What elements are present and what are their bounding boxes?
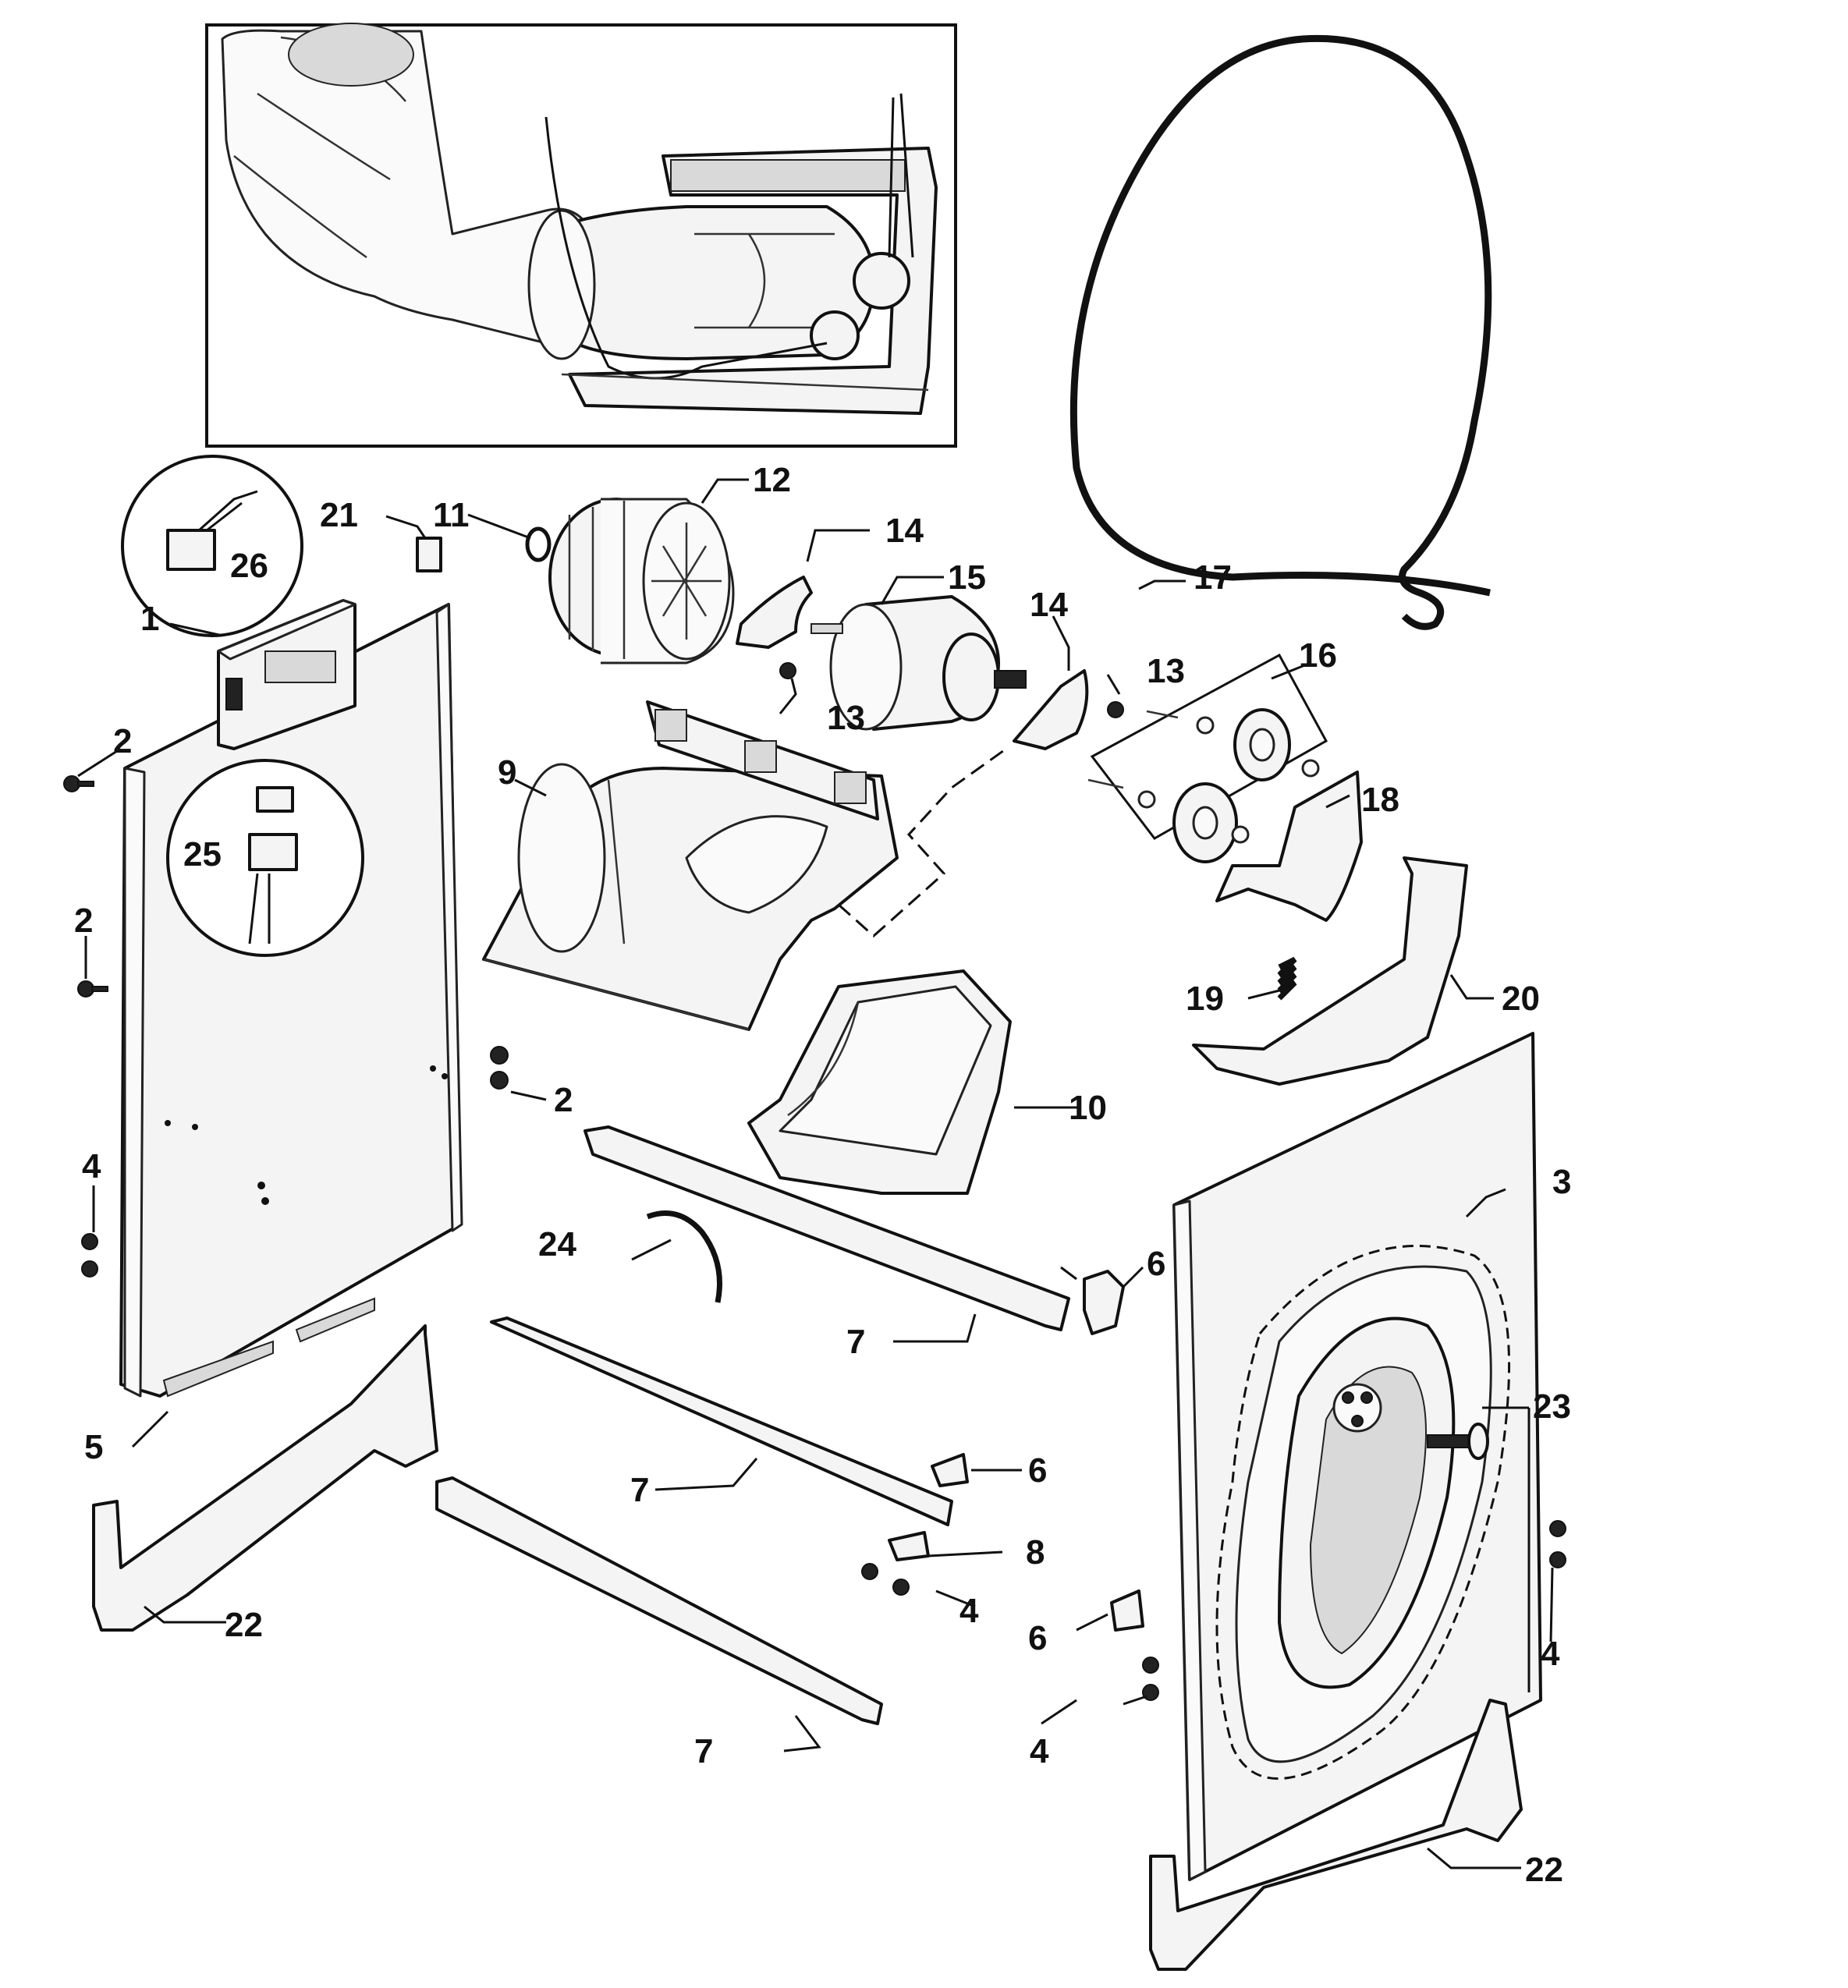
callout-10: 10 — [1069, 1089, 1107, 1127]
callout-4-bottom: 4 — [1030, 1732, 1049, 1770]
idler-spring — [1277, 956, 1297, 1001]
callout-2-top: 2 — [113, 722, 132, 760]
callout-11: 11 — [433, 496, 470, 534]
callout-2-mid: 2 — [74, 902, 93, 940]
callout-14-right: 14 — [1030, 586, 1068, 624]
callout-20: 20 — [1502, 980, 1540, 1018]
callout-4-left: 4 — [82, 1147, 101, 1185]
clip-a — [1083, 1270, 1125, 1335]
drum-shaft-bolt — [1427, 1423, 1489, 1460]
callout-13-left: 13 — [827, 699, 865, 737]
callout-19: 19 — [1186, 980, 1224, 1018]
callout-5: 5 — [84, 1428, 103, 1466]
callout-14-left: 14 — [885, 512, 924, 550]
motor-clip-left — [736, 576, 813, 649]
callout-6-mid: 6 — [1028, 1451, 1047, 1490]
callout-24: 24 — [538, 1225, 576, 1263]
callout-21: 21 — [320, 496, 358, 534]
callout-labels: 1 2 2 2 3 4 4 4 4 5 6 6 6 7 7 7 8 9 10 1… — [74, 461, 1571, 1889]
callout-25: 25 — [183, 835, 222, 874]
connector — [416, 537, 442, 572]
callout-6-top: 6 — [1147, 1245, 1165, 1283]
bracket — [888, 1531, 930, 1561]
callout-9: 9 — [498, 753, 516, 792]
callout-18: 18 — [1361, 781, 1399, 819]
drum-belt — [1069, 34, 1492, 630]
blower-wheel — [548, 498, 735, 664]
callout-6-bottom: 6 — [1028, 1619, 1047, 1657]
clip-c — [1110, 1589, 1144, 1632]
rear-panel — [1172, 1032, 1542, 1881]
harness-detail-26 — [121, 455, 303, 637]
callout-12: 12 — [753, 461, 791, 499]
clip-b — [931, 1453, 969, 1487]
rear-leg — [1149, 1699, 1523, 1971]
base-rail-lower — [435, 1476, 883, 1725]
motor-mount — [1192, 856, 1468, 1086]
control-board — [217, 599, 356, 750]
o-ring — [525, 526, 552, 562]
callout-16: 16 — [1299, 636, 1337, 675]
idler-pulley-kit — [1087, 653, 1328, 863]
callout-7-bottom: 7 — [694, 1732, 713, 1770]
callout-17: 17 — [1194, 558, 1232, 597]
leader-lines — [77, 478, 1554, 1869]
callout-22-left: 22 — [225, 1606, 263, 1644]
idler-bracket — [1215, 771, 1363, 922]
callout-7-mid: 7 — [630, 1471, 649, 1509]
callout-22-right: 22 — [1525, 1851, 1563, 1889]
callout-13-right: 13 — [1147, 652, 1185, 690]
callout-15: 15 — [948, 558, 986, 597]
callout-26: 26 — [230, 547, 268, 585]
harness-detail-25 — [166, 759, 364, 957]
callout-23: 23 — [1533, 1387, 1571, 1426]
base-rail-middle — [490, 1316, 953, 1526]
callout-4-center: 4 — [959, 1592, 979, 1630]
blower-housing — [482, 700, 1007, 1031]
callout-1: 1 — [140, 600, 159, 638]
lint-duct — [747, 969, 1012, 1195]
motor-clip-right — [1013, 669, 1089, 750]
callout-8: 8 — [1026, 1533, 1045, 1572]
drive-motor — [810, 595, 1027, 731]
callout-3: 3 — [1552, 1163, 1571, 1201]
callout-2-right: 2 — [554, 1081, 573, 1119]
assembled-inset-view — [205, 23, 957, 448]
callout-7-top: 7 — [846, 1323, 865, 1361]
wire-harness — [646, 1210, 722, 1303]
callout-4-right: 4 — [1541, 1635, 1560, 1673]
base-rail-upper — [583, 1125, 1070, 1331]
front-leg — [92, 1324, 438, 1632]
